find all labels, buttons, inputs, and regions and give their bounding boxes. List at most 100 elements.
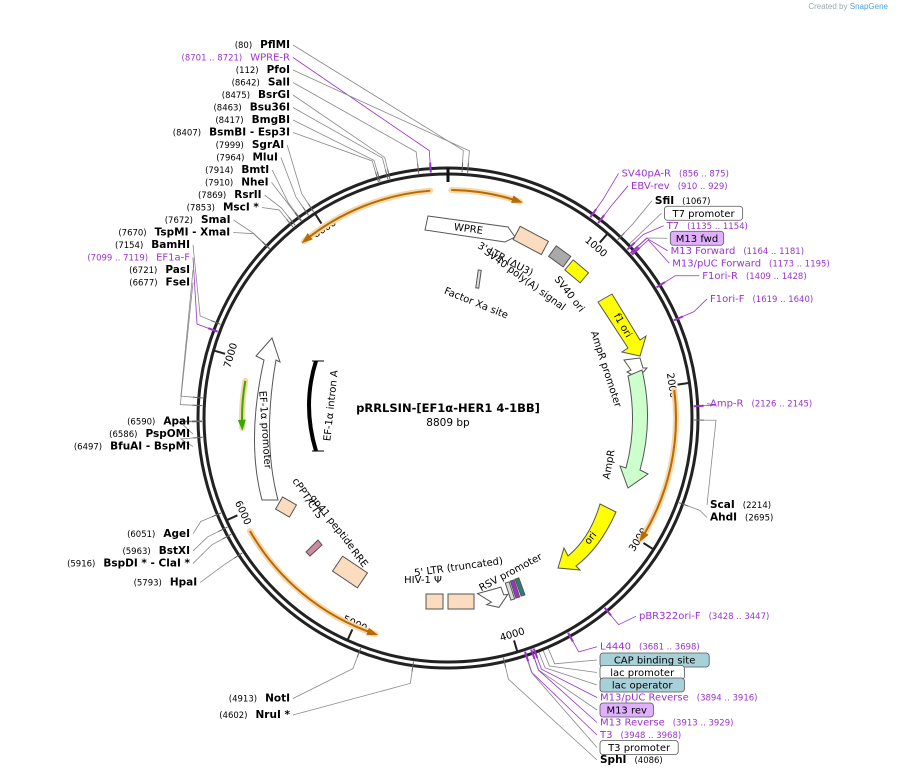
enzyme-site-0[interactable]: (80)PflMI: [235, 39, 464, 173]
enzyme-site-14[interactable]: (6590)ApaI: [127, 416, 203, 428]
site-tick: [467, 162, 469, 173]
feature-hiv-psi[interactable]: HIV-1 Ψ: [404, 575, 444, 610]
site-tick: [375, 172, 379, 183]
enzyme-site-12[interactable]: (6497)BfuAI - BspMI: [74, 436, 203, 453]
enzyme-site-8[interactable]: (5793)HpaI: [134, 552, 243, 589]
enzyme-site-15[interactable]: (6677)FseI: [129, 277, 203, 407]
enzyme-site-5[interactable]: SphI(4086): [502, 657, 663, 766]
tick-mark: [599, 232, 609, 244]
tick-label: 7000: [223, 342, 241, 370]
enzyme-site-28[interactable]: (8463)Bsu36I: [213, 102, 389, 180]
primer-site-13[interactable]: T3(3948 .. 3968): [524, 651, 681, 741]
enzyme-name: AgeI: [163, 528, 190, 540]
site-tick: [530, 649, 536, 660]
plasmid-size: 8809 bp: [426, 417, 470, 429]
boxed-feature-3[interactable]: lac promoter: [599, 665, 685, 680]
enzyme-site-2[interactable]: SfiI(1067): [617, 195, 711, 241]
enzyme-site-29[interactable]: (8475)BsrGI: [222, 89, 391, 180]
feature-rre[interactable]: RRE: [331, 547, 370, 589]
enzyme-name: PfoI: [267, 64, 290, 76]
svg-text:(8463)Bsu36I: (8463)Bsu36I: [213, 102, 290, 114]
arc-bottom-left[interactable]: [249, 530, 376, 636]
feature-f1-ori[interactable]: f1 ori: [597, 293, 647, 357]
boxed-feature-1[interactable]: M13 fwd: [669, 230, 725, 246]
svg-text:ScaI(2214): ScaI(2214): [710, 499, 771, 511]
site-tick: [294, 212, 302, 222]
feature-ef1a-intron[interactable]: EF-1α intron A: [307, 360, 341, 452]
enzyme-site-16[interactable]: (6721)PasI: [129, 264, 203, 399]
boxed-feature-0[interactable]: T7 promoter: [664, 205, 744, 221]
leader-primer-7: [678, 298, 708, 319]
primer-site-0[interactable]: (8701 .. 8721)WPRE-R: [182, 53, 432, 173]
svg-text:(6590)ApaI: (6590)ApaI: [127, 416, 190, 428]
enzyme-site-4[interactable]: AhdI(2695): [678, 502, 773, 524]
enzyme-name: RsrII: [234, 189, 261, 201]
primer-site-12[interactable]: M13 Reverse(3913 .. 3929): [530, 649, 733, 729]
enzyme-site-23[interactable]: (7914)BmtI: [205, 164, 302, 221]
site-labels: SV40pA-R(856 .. 875)EBV-rev(910 .. 929)S…: [67, 39, 830, 766]
enzyme-site-17[interactable]: (7154)BamHI: [115, 239, 221, 325]
enzyme-site-21[interactable]: (7869)RsrII: [198, 189, 296, 226]
boxed-feature-4[interactable]: lac operator: [599, 677, 685, 693]
enzyme-position: (8407): [173, 128, 201, 138]
site-tick: [356, 647, 362, 658]
boxed-feature-5[interactable]: M13 rev: [599, 702, 654, 718]
enzyme-name: SalI: [268, 77, 290, 89]
primer-site-5[interactable]: M13/pUC Forward(1173 .. 1195): [631, 247, 830, 269]
enzyme-site-11[interactable]: (6051)AgeI: [127, 512, 222, 540]
primer-name: M13/pUC Reverse: [600, 693, 689, 704]
primer-site-10[interactable]: L4440(3681 .. 3698): [567, 632, 700, 653]
enzyme-site-6[interactable]: (4602)NruI *: [219, 661, 414, 721]
primer-site-4[interactable]: M13 Forward(1164 .. 1181): [629, 245, 805, 257]
primer-site-9[interactable]: pBR322ori-F(3428 .. 3447): [603, 607, 770, 622]
enzyme-site-1[interactable]: (112)PfoI: [236, 64, 469, 173]
site-tick: [524, 651, 530, 662]
primer-site-11[interactable]: M13/pUC Reverse (3894 .. 3916): [532, 648, 758, 704]
tick-mark: [513, 640, 519, 653]
enzyme-site-25[interactable]: (7999)SgrAI: [216, 139, 315, 213]
enzyme-site-22[interactable]: (7910)NheI: [205, 177, 302, 222]
boxed-feature-2[interactable]: CAP binding site: [599, 652, 710, 668]
site-tick: [589, 208, 597, 218]
feature-wpre[interactable]: WPRE: [424, 215, 516, 243]
primer-range: (3894 .. 3916): [697, 693, 758, 703]
leader-primer-8: [698, 403, 716, 407]
enzyme-site-26[interactable]: (8407)BsmBI - Esp3I: [173, 127, 379, 183]
enzyme-site-27[interactable]: (8417)BmgBI: [215, 114, 381, 182]
enzyme-name: ApaI: [163, 416, 190, 428]
primer-site-3[interactable]: T7(1135 .. 1154): [626, 221, 748, 251]
feature-label-ampr-promoter: AmpR promoter: [588, 330, 623, 410]
enzyme-site-18[interactable]: (7670)TspMI - XmaI: [118, 227, 270, 250]
enzyme-site-9[interactable]: (5916)BspDI * - ClaI *: [67, 533, 232, 569]
leader-enzyme-6: [292, 666, 414, 716]
primer-site-7[interactable]: F1ori-F(1619 .. 1640): [673, 294, 813, 322]
enzyme-site-10[interactable]: (5963)BstXI: [122, 526, 228, 557]
enzyme-site-30[interactable]: (8642)SalI: [232, 77, 420, 174]
primer-range: (8701 .. 8721): [182, 53, 243, 63]
primer-name: M13 Reverse: [600, 718, 665, 729]
primer-site-14[interactable]: (7099 .. 7119)EF1a-F: [87, 253, 218, 333]
feature-factor-xa[interactable]: Factor Xa site: [442, 269, 510, 322]
enzyme-position: (80): [235, 41, 252, 51]
arc-right[interactable]: [640, 389, 677, 541]
enzyme-site-24[interactable]: (7964)MluI: [216, 152, 309, 216]
enzyme-name: BsrGI: [258, 89, 290, 101]
enzyme-site-20[interactable]: (7853)MscI *: [187, 202, 294, 228]
enzyme-site-3[interactable]: ScaI(2214): [693, 419, 771, 511]
primer-site-1[interactable]: SV40pA-R(856 .. 875): [589, 168, 729, 218]
primer-site-2[interactable]: EBV-rev(910 .. 929): [597, 181, 728, 224]
svg-text:T3(3948 .. 3968): T3(3948 .. 3968): [599, 730, 681, 741]
arc-upper-left[interactable]: [303, 189, 431, 243]
site-tick: [288, 217, 296, 226]
enzyme-site-13[interactable]: (6586)PspOMI: [109, 421, 203, 440]
enzyme-site-7[interactable]: (4913)NotI: [229, 647, 362, 704]
primer-site-8[interactable]: Amp-R(2126 .. 2145): [693, 399, 813, 410]
boxed-feature-6[interactable]: T3 promoter: [599, 740, 679, 755]
feature-ef1a-promoter[interactable]: EF-1α promoter: [254, 337, 281, 501]
leader-primer-1: [592, 173, 619, 214]
primer-range: (1164 .. 1181): [743, 246, 804, 256]
feature-ori[interactable]: ori: [557, 503, 617, 571]
feature-ampr[interactable]: AmpR: [602, 369, 649, 489]
primer-site-6[interactable]: F1ori-R(1409 .. 1428): [655, 271, 807, 289]
svg-text:(7910)NheI: (7910)NheI: [205, 177, 269, 189]
